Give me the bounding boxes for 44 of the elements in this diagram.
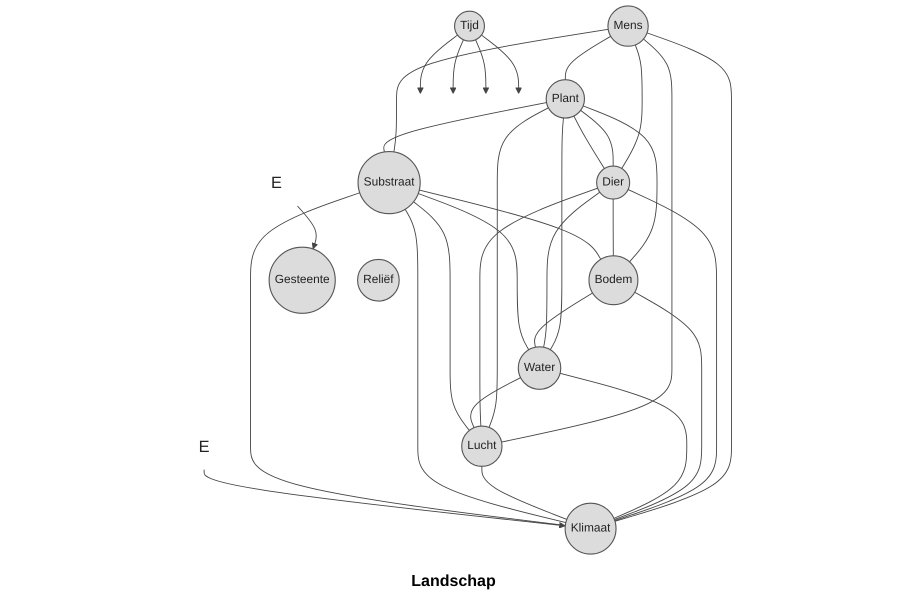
node-label: E xyxy=(198,436,210,456)
connector-line xyxy=(481,466,567,520)
connector-line xyxy=(534,292,593,348)
circle-node: Dier xyxy=(596,166,630,200)
circle-node: Plant xyxy=(545,79,585,119)
connector-line xyxy=(479,188,598,427)
connector-line xyxy=(404,208,566,524)
circle-node: Gesteente xyxy=(268,246,336,314)
circle-node: Lucht xyxy=(460,426,502,467)
connector-line xyxy=(620,44,642,169)
arrow xyxy=(416,34,458,94)
circle-node: Mens xyxy=(606,5,648,47)
connector-line xyxy=(580,110,614,167)
connector-line xyxy=(559,372,687,519)
arrow xyxy=(203,469,566,528)
connector-line xyxy=(382,102,547,152)
connector-line xyxy=(542,192,600,348)
arrow xyxy=(296,206,318,250)
connector-line xyxy=(612,198,614,256)
connector-line xyxy=(614,189,717,521)
node-label: E xyxy=(270,173,282,192)
arrow xyxy=(449,39,464,94)
arrow xyxy=(480,34,522,94)
connector-line xyxy=(500,38,672,442)
connector-line xyxy=(417,193,529,350)
circle-node: Bodem xyxy=(588,255,638,306)
connector-line xyxy=(488,107,548,428)
circle-node: Klimaat xyxy=(564,502,616,555)
circle-node: Substraat xyxy=(357,150,420,214)
connector-line xyxy=(564,36,611,80)
connector-line xyxy=(470,377,521,428)
circle-node: Water xyxy=(517,346,561,390)
circle-node: Tijd xyxy=(454,10,485,42)
circle-node: Reliëf xyxy=(356,258,400,302)
arrow xyxy=(474,39,489,94)
connector-line xyxy=(614,32,732,522)
connector-line xyxy=(573,116,604,170)
diagram-label: Landschap xyxy=(411,573,496,590)
connector-line xyxy=(614,292,702,520)
connector-line xyxy=(582,105,658,262)
connector-line xyxy=(418,190,601,260)
connector-line xyxy=(549,118,564,350)
connector-line xyxy=(393,28,608,152)
connector-line xyxy=(412,201,470,431)
